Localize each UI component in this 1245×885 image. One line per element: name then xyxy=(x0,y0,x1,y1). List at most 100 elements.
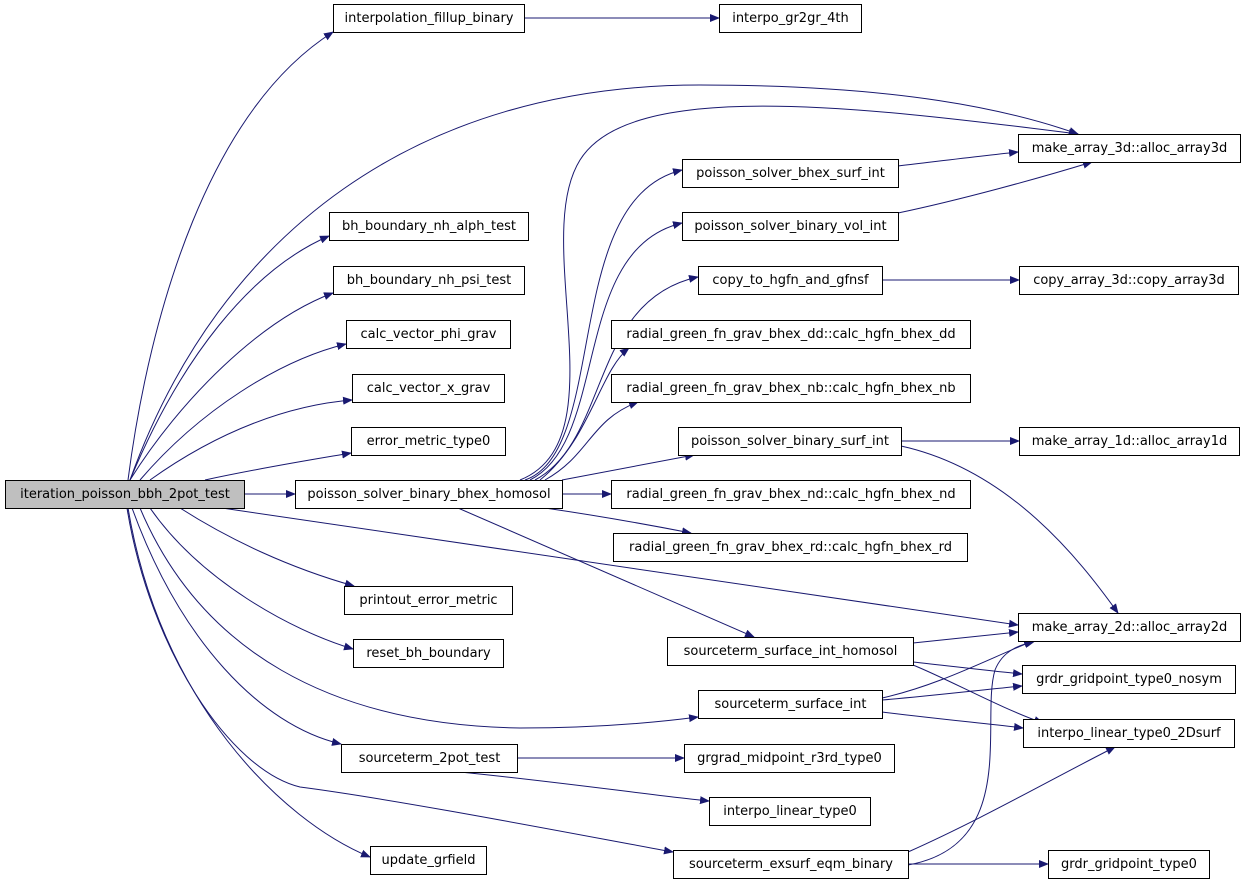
node-poisson_solver_binary_bhex_homosol[interactable]: poisson_solver_binary_bhex_homosol xyxy=(295,480,563,509)
node-copy_array3d[interactable]: copy_array_3d::copy_array3d xyxy=(1019,266,1239,295)
edge-root-to-bh_boundary_nh_alph_test xyxy=(129,235,330,481)
edge-root-to-error_metric_type0 xyxy=(204,450,352,481)
edge-poisson_solver_binary_bhex_homosol-to-calc_hgfn_bhex_nb xyxy=(544,401,639,481)
node-box[interactable] xyxy=(682,159,899,188)
node-label: bh_boundary_nh_alph_test xyxy=(342,219,516,234)
node-alloc_array3d[interactable]: make_array_3d::alloc_array3d xyxy=(1018,134,1241,163)
node-interpo_gr2gr_4th[interactable]: interpo_gr2gr_4th xyxy=(719,4,862,33)
edge-root-to-alloc_array3d xyxy=(129,84,1079,481)
edge-root-to-update_grfield xyxy=(127,507,371,858)
node-poisson_solver_bhex_surf_int[interactable]: poisson_solver_bhex_surf_int xyxy=(682,159,899,188)
node-label: iteration_poisson_bbh_2pot_test xyxy=(20,487,230,502)
node-alloc_array2d[interactable]: make_array_2d::alloc_array2d xyxy=(1018,613,1241,642)
node-update_grfield[interactable]: update_grfield xyxy=(370,846,487,875)
node-box[interactable] xyxy=(611,480,971,509)
node-root[interactable]: iteration_poisson_bbh_2pot_test xyxy=(5,480,245,509)
node-calc_hgfn_bhex_dd[interactable]: radial_green_fn_grav_bhex_dd::calc_hgfn_… xyxy=(611,320,971,349)
node-box[interactable] xyxy=(352,374,505,403)
edge-root-to-reset_bh_boundary xyxy=(149,507,354,651)
node-interpolation_fillup_binary[interactable]: interpolation_fillup_binary xyxy=(333,4,525,33)
node-label: sourceterm_surface_int xyxy=(714,697,866,712)
node-copy_to_hgfn_and_gfnsf[interactable]: copy_to_hgfn_and_gfnsf xyxy=(698,266,883,295)
node-box[interactable] xyxy=(682,212,899,241)
node-bh_boundary_nh_alph_test[interactable]: bh_boundary_nh_alph_test xyxy=(329,212,529,241)
node-label: interpolation_fillup_binary xyxy=(345,11,514,26)
edge-poisson_solver_binary_vol_int-to-alloc_array3d xyxy=(897,160,1093,214)
node-box[interactable] xyxy=(351,427,506,456)
node-alloc_array1d[interactable]: make_array_1d::alloc_array1d xyxy=(1019,427,1240,456)
edge-root-to-printout_error_metric xyxy=(179,507,355,588)
node-box[interactable] xyxy=(1019,266,1239,295)
node-box[interactable] xyxy=(370,846,487,875)
edge-root-to-sourceterm_2pot_test xyxy=(131,507,342,746)
edge-poisson_solver_binary_bhex_homosol-to-sourceterm_surface_int_homosol xyxy=(457,507,755,638)
node-error_metric_type0[interactable]: error_metric_type0 xyxy=(351,427,506,456)
node-bh_boundary_nh_psi_test[interactable]: bh_boundary_nh_psi_test xyxy=(333,266,525,295)
node-grdr_gridpoint_type0[interactable]: grdr_gridpoint_type0 xyxy=(1048,850,1210,879)
node-box[interactable] xyxy=(346,320,511,349)
node-interpo_linear_type0[interactable]: interpo_linear_type0 xyxy=(709,797,871,826)
node-sourceterm_2pot_test[interactable]: sourceterm_2pot_test xyxy=(341,744,518,773)
edge-poisson_solver_binary_bhex_homosol-to-poisson_solver_binary_vol_int xyxy=(529,221,683,481)
node-box[interactable] xyxy=(709,797,871,826)
node-interpo_linear_type0_2Dsurf[interactable]: interpo_linear_type0_2Dsurf xyxy=(1023,719,1235,748)
node-box[interactable] xyxy=(611,320,971,349)
edge-poisson_solver_binary_bhex_homosol-to-poisson_solver_bhex_surf_int xyxy=(524,168,683,481)
node-grdr_gridpoint_type0_nosym[interactable]: grdr_gridpoint_type0_nosym xyxy=(1022,665,1236,694)
node-grgrad_midpoint_r3rd_type0[interactable]: grgrad_midpoint_r3rd_type0 xyxy=(684,744,895,773)
node-reset_bh_boundary[interactable]: reset_bh_boundary xyxy=(353,639,504,668)
node-box[interactable] xyxy=(1018,134,1241,163)
node-calc_hgfn_bhex_nb[interactable]: radial_green_fn_grav_bhex_nb::calc_hgfn_… xyxy=(611,374,971,403)
node-box[interactable] xyxy=(613,533,968,562)
node-sourceterm_surface_int_homosol[interactable]: sourceterm_surface_int_homosol xyxy=(667,637,914,666)
node-box[interactable] xyxy=(678,427,902,456)
node-box[interactable] xyxy=(333,266,525,295)
node-label: radial_green_fn_grav_bhex_nb::calc_hgfn_… xyxy=(626,381,955,396)
node-label: make_array_2d::alloc_array2d xyxy=(1032,620,1227,635)
node-label: printout_error_metric xyxy=(359,593,497,608)
node-label: interpo_linear_type0_2Dsurf xyxy=(1037,726,1221,741)
edge-sourceterm_2pot_test-to-interpo_linear_type0 xyxy=(459,771,710,805)
node-calc_hgfn_bhex_rd[interactable]: radial_green_fn_grav_bhex_rd::calc_hgfn_… xyxy=(613,533,968,562)
node-box[interactable] xyxy=(341,744,518,773)
edge-poisson_solver_binary_surf_int-to-alloc_array2d xyxy=(900,445,1119,614)
node-label: make_array_1d::alloc_array1d xyxy=(1032,434,1227,449)
edge-sourceterm_exsurf_eqm_binary-to-alloc_array2d xyxy=(907,639,1036,866)
node-label: interpo_linear_type0 xyxy=(723,804,857,819)
node-calc_vector_phi_grav[interactable]: calc_vector_phi_grav xyxy=(346,320,511,349)
node-box[interactable] xyxy=(1048,850,1210,879)
node-label: poisson_solver_binary_surf_int xyxy=(691,434,889,449)
node-sourceterm_exsurf_eqm_binary[interactable]: sourceterm_exsurf_eqm_binary xyxy=(673,850,909,879)
node-box[interactable] xyxy=(344,586,513,615)
node-label: copy_to_hgfn_and_gfnsf xyxy=(712,273,869,288)
node-label: radial_green_fn_grav_bhex_nd::calc_hgfn_… xyxy=(626,487,955,502)
node-poisson_solver_binary_vol_int[interactable]: poisson_solver_binary_vol_int xyxy=(682,212,899,241)
node-box[interactable] xyxy=(1023,719,1235,748)
node-box[interactable] xyxy=(353,639,504,668)
node-label: sourceterm_surface_int_homosol xyxy=(684,644,898,659)
node-box[interactable] xyxy=(1019,427,1240,456)
node-box[interactable] xyxy=(673,850,909,879)
node-calc_hgfn_bhex_nd[interactable]: radial_green_fn_grav_bhex_nd::calc_hgfn_… xyxy=(611,480,971,509)
edges xyxy=(126,14,1119,868)
node-sourceterm_surface_int[interactable]: sourceterm_surface_int xyxy=(698,690,883,719)
node-box[interactable] xyxy=(684,744,895,773)
node-box[interactable] xyxy=(1018,613,1241,642)
node-box[interactable] xyxy=(719,4,862,33)
node-label: radial_green_fn_grav_bhex_dd::calc_hgfn_… xyxy=(626,327,955,342)
edge-poisson_solver_binary_bhex_homosol-to-poisson_solver_binary_surf_int xyxy=(561,452,695,481)
edge-poisson_solver_binary_bhex_homosol-to-calc_hgfn_bhex_rd xyxy=(544,507,692,536)
node-printout_error_metric[interactable]: printout_error_metric xyxy=(344,586,513,615)
node-box[interactable] xyxy=(333,4,525,33)
node-box[interactable] xyxy=(611,374,971,403)
node-box[interactable] xyxy=(329,212,529,241)
node-poisson_solver_binary_surf_int[interactable]: poisson_solver_binary_surf_int xyxy=(678,427,902,456)
node-box[interactable] xyxy=(295,480,563,509)
node-box[interactable] xyxy=(1022,665,1236,694)
node-box[interactable] xyxy=(5,480,245,509)
node-box[interactable] xyxy=(667,637,914,666)
node-calc_vector_x_grav[interactable]: calc_vector_x_grav xyxy=(352,374,505,403)
node-box[interactable] xyxy=(698,690,883,719)
node-box[interactable] xyxy=(698,266,883,295)
